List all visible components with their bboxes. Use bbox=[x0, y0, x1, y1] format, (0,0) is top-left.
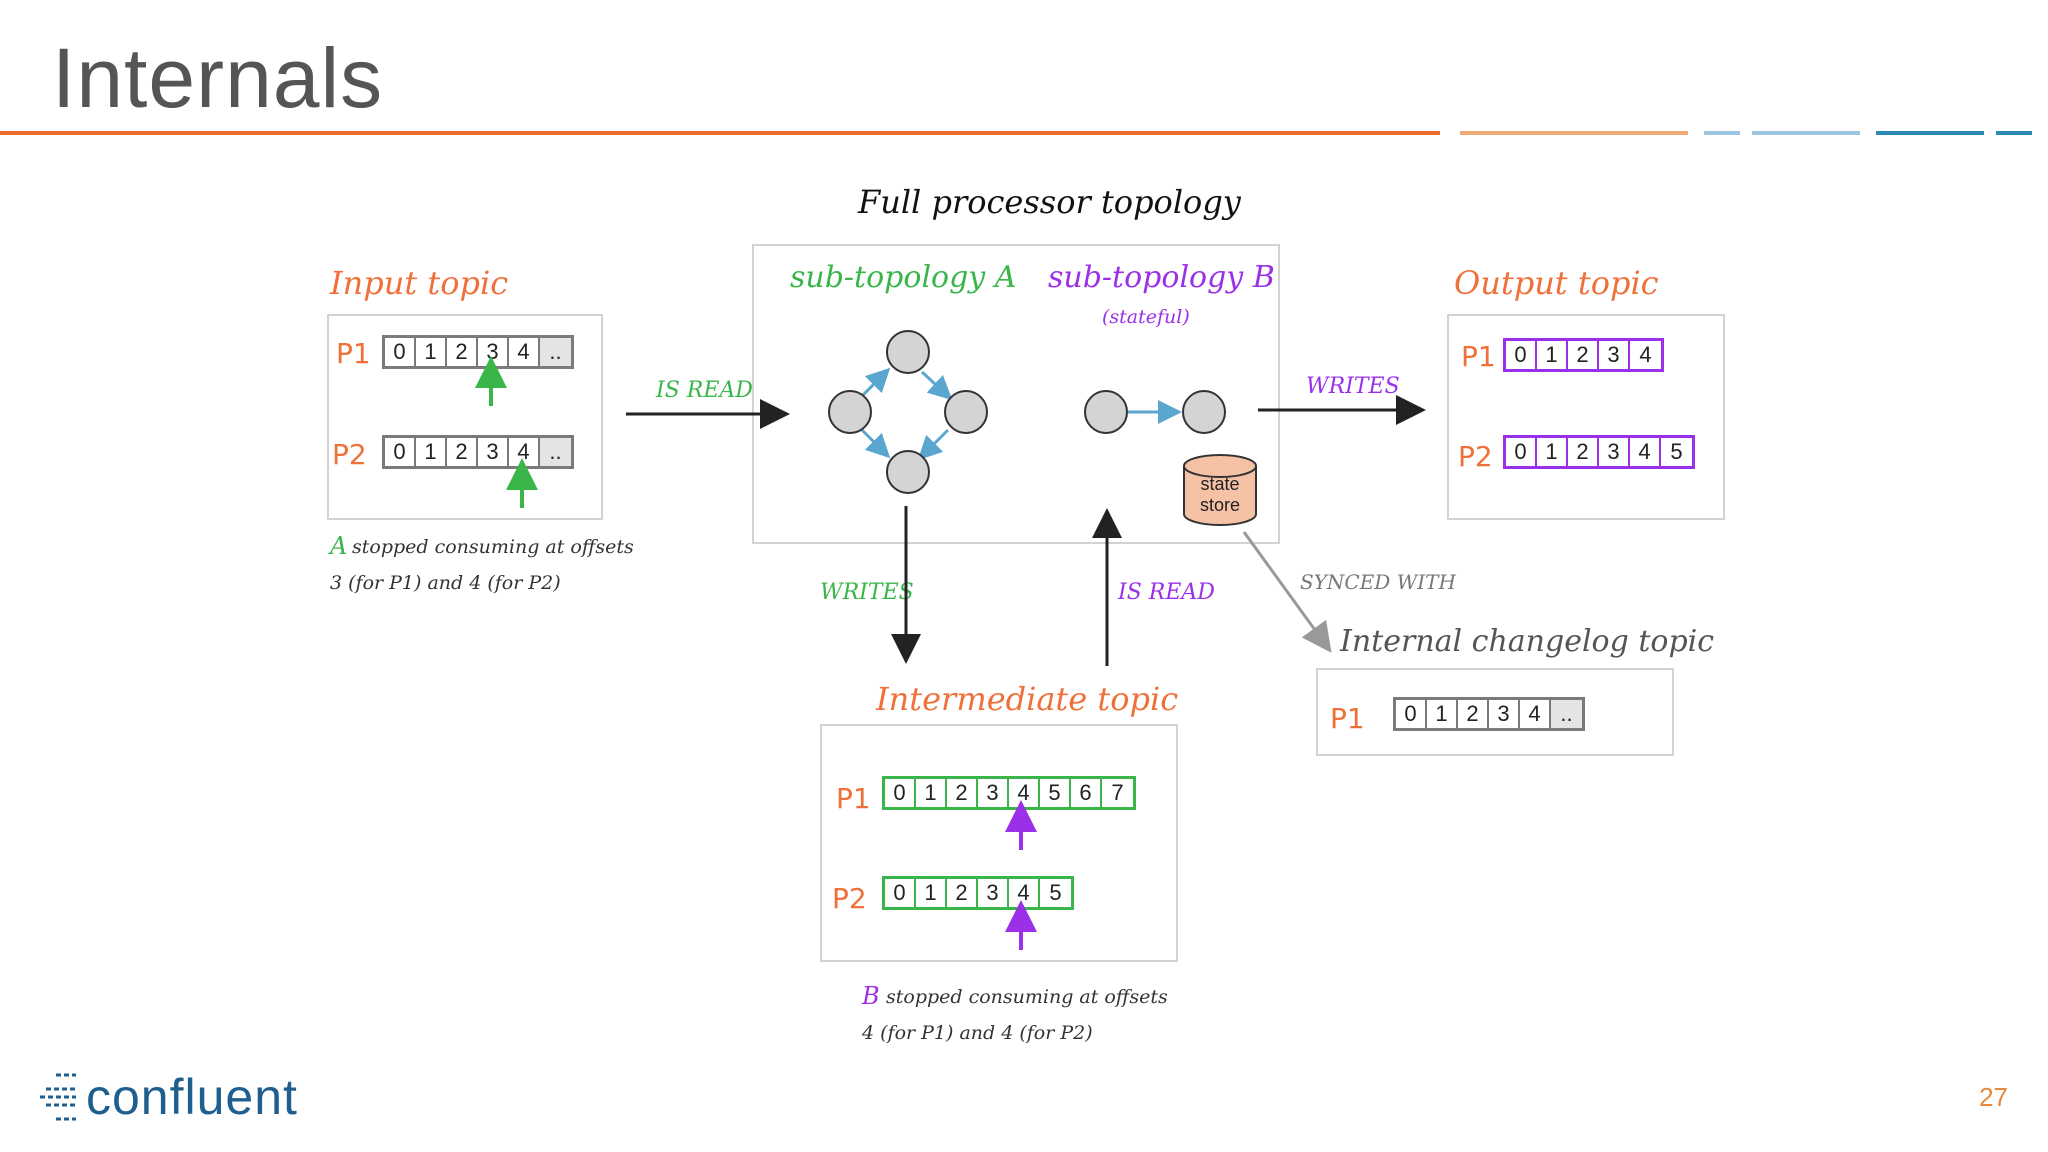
output-cell: 1 bbox=[1537, 341, 1568, 369]
intermediate-p1-label: P1 bbox=[836, 782, 871, 815]
output-cell: 2 bbox=[1568, 341, 1599, 369]
intermediate-topic-label: Intermediate topic bbox=[876, 680, 1179, 718]
output-cell: 0 bbox=[1506, 438, 1537, 466]
intermediate-note-marker: B bbox=[862, 982, 880, 1010]
output-p2-label: P2 bbox=[1458, 440, 1493, 473]
intermediate-cell: 3 bbox=[978, 879, 1009, 907]
intermediate-cell: 5 bbox=[1040, 879, 1071, 907]
input-p2-label: P2 bbox=[332, 438, 367, 471]
changelog-cell: 1 bbox=[1427, 700, 1458, 728]
input-cell: 2 bbox=[447, 438, 478, 466]
intermediate-cell: 1 bbox=[916, 879, 947, 907]
output-cell: 2 bbox=[1568, 438, 1599, 466]
input-cell: 3 bbox=[478, 338, 509, 366]
input-cell: 4 bbox=[509, 338, 540, 366]
intermediate-note-line1: stopped consuming at offsets bbox=[886, 986, 1168, 1008]
intermediate-cell: 0 bbox=[885, 879, 916, 907]
edge-label-is-read-input: IS READ bbox=[656, 378, 753, 403]
confluent-logo: confluent bbox=[40, 1068, 298, 1126]
title-rule-orange bbox=[0, 131, 1440, 135]
sub-topology-b-label: sub-topology B bbox=[1048, 260, 1275, 295]
input-note-marker: A bbox=[330, 532, 348, 560]
intermediate-cell: 4 bbox=[1009, 779, 1040, 807]
changelog-cell: 3 bbox=[1489, 700, 1520, 728]
title-rule-light-blue-1 bbox=[1704, 131, 1740, 135]
intermediate-cell: 2 bbox=[947, 879, 978, 907]
title-rule-blue-2 bbox=[1996, 131, 2032, 135]
edge-label-synced-with: SYNCED WITH bbox=[1300, 570, 1456, 594]
input-cell: 3 bbox=[478, 438, 509, 466]
intermediate-cell: 7 bbox=[1102, 779, 1133, 807]
intermediate-cell: 0 bbox=[885, 779, 916, 807]
input-cell: 1 bbox=[416, 338, 447, 366]
edge-label-is-read-intermediate: IS READ bbox=[1118, 580, 1215, 605]
changelog-topic-label: Internal changelog topic bbox=[1340, 624, 1715, 659]
intermediate-cell: 4 bbox=[1009, 879, 1040, 907]
title-rule-blue-1 bbox=[1876, 131, 1984, 135]
intermediate-cell: 5 bbox=[1040, 779, 1071, 807]
input-topic-label: Input topic bbox=[330, 264, 509, 302]
output-cell: 3 bbox=[1599, 341, 1630, 369]
logo-text: confluent bbox=[86, 1069, 298, 1125]
confluent-mark-icon bbox=[40, 1073, 76, 1121]
page-title: Internals bbox=[52, 31, 384, 125]
changelog-p1-label: P1 bbox=[1330, 702, 1365, 735]
edge-label-writes-intermediate: WRITES bbox=[820, 580, 914, 605]
title-rule-light-blue-2 bbox=[1752, 131, 1860, 135]
intermediate-topic-box bbox=[820, 724, 1178, 962]
input-note-line1: stopped consuming at offsets bbox=[352, 536, 634, 558]
intermediate-cell: 6 bbox=[1071, 779, 1102, 807]
changelog-cell: .. bbox=[1551, 700, 1582, 728]
intermediate-cell: 1 bbox=[916, 779, 947, 807]
input-cell: .. bbox=[540, 438, 571, 466]
input-cell: 2 bbox=[447, 338, 478, 366]
sub-topology-a-label: sub-topology A bbox=[790, 260, 1017, 295]
changelog-cell: 4 bbox=[1520, 700, 1551, 728]
state-store-label-1: state bbox=[1200, 474, 1240, 494]
output-cell: 3 bbox=[1599, 438, 1630, 466]
input-cell: 1 bbox=[416, 438, 447, 466]
changelog-cell: 0 bbox=[1396, 700, 1427, 728]
input-note-line2: 3 (for P1) and 4 (for P2) bbox=[330, 572, 561, 594]
input-cell: 0 bbox=[385, 438, 416, 466]
state-store-label-2: store bbox=[1199, 495, 1241, 515]
output-cell: 5 bbox=[1661, 438, 1692, 466]
input-cell: .. bbox=[540, 338, 571, 366]
input-cell: 4 bbox=[509, 438, 540, 466]
input-p1-label: P1 bbox=[336, 337, 371, 370]
intermediate-cell: 3 bbox=[978, 779, 1009, 807]
output-cell: 4 bbox=[1630, 438, 1661, 466]
title-rule-light-orange bbox=[1460, 131, 1688, 135]
page-number: 27 bbox=[1979, 1082, 2008, 1112]
changelog-cell: 2 bbox=[1458, 700, 1489, 728]
edge-label-writes-output: WRITES bbox=[1306, 374, 1400, 399]
output-cell: 4 bbox=[1630, 341, 1661, 369]
intermediate-note-line2: 4 (for P1) and 4 (for P2) bbox=[862, 1022, 1093, 1044]
output-p1-label: P1 bbox=[1461, 340, 1496, 373]
intermediate-p2-label: P2 bbox=[832, 882, 867, 915]
input-cell: 0 bbox=[385, 338, 416, 366]
output-topic-label: Output topic bbox=[1454, 264, 1659, 302]
output-cell: 1 bbox=[1537, 438, 1568, 466]
intermediate-cell: 2 bbox=[947, 779, 978, 807]
sub-topology-b-sublabel: (stateful) bbox=[1102, 306, 1190, 328]
output-cell: 0 bbox=[1506, 341, 1537, 369]
diagram-title: Full processor topology bbox=[858, 183, 1241, 221]
